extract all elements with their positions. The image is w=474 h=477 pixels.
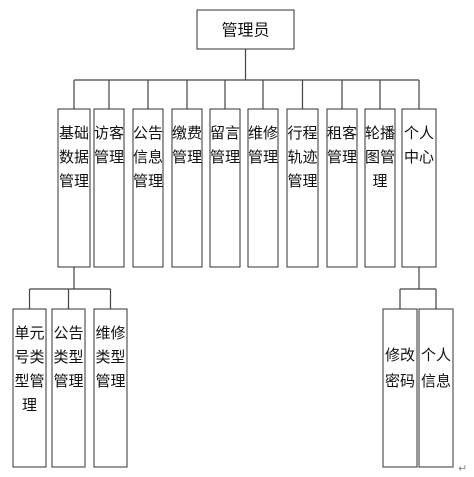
root-node-admin: 管理员 [196,9,295,50]
child-personal-info-frame [418,308,454,468]
boxes: 管理员基础数据管理访客管理公告信息管理缴费管理留言管理维修管理行程轨迹管理租客管… [12,9,454,468]
module-personal-center: 个人中心 [401,108,437,268]
module-tenant-label: 租客管理 [327,124,357,166]
module-basic-data-frame [57,108,91,268]
module-notice-info: 公告信息管理 [132,108,164,268]
module-notice-info-label: 公告信息管理 [133,124,163,190]
paragraph-mark: ↵ [458,462,467,475]
module-carousel: 轮播图管理 [364,108,396,268]
module-personal-center-frame [401,108,437,268]
module-message-frame [209,108,241,268]
module-visitor: 访客管理 [93,108,125,268]
child-repair-type-frame [93,308,128,468]
module-payment-label: 缴费管理 [172,124,202,166]
module-payment-frame [171,108,203,268]
module-repair: 维修管理 [247,108,279,268]
child-repair-type: 维修类型管理 [93,308,128,468]
module-basic-data-label: 基础数据管理 [59,124,89,190]
child-unit-type: 单元号类型管理 [12,308,47,468]
child-notice-type-label: 公告类型管理 [53,324,83,390]
module-trajectory-label: 行程轨迹管理 [287,124,317,190]
module-message: 留言管理 [209,108,241,268]
module-personal-center-label: 个人中心 [404,124,434,166]
module-carousel-label: 轮播图管理 [365,124,395,190]
module-repair-frame [247,108,279,268]
child-repair-type-label: 维修类型管理 [95,324,125,390]
child-change-password-frame [382,308,418,468]
module-tenant: 租客管理 [326,108,358,268]
module-visitor-label: 访客管理 [94,124,124,166]
module-repair-label: 维修管理 [248,124,278,166]
child-change-password: 修改密码 [382,308,418,468]
connectors [28,49,437,309]
module-basic-data: 基础数据管理 [57,108,91,268]
module-notice-info-frame [132,108,164,268]
module-tenant-frame [326,108,358,268]
child-personal-info-label: 个人信息 [421,346,451,390]
root-node-admin-frame [196,9,295,50]
child-personal-info: 个人信息 [418,308,454,468]
module-trajectory: 行程轨迹管理 [286,108,319,268]
module-message-label: 留言管理 [210,124,240,166]
child-unit-type-frame [12,308,47,468]
child-notice-type: 公告类型管理 [51,308,86,468]
child-change-password-label: 修改密码 [385,346,415,390]
module-payment: 缴费管理 [171,108,203,268]
child-unit-type-label: 单元号类型管理 [14,324,44,414]
module-carousel-frame [364,108,396,268]
module-visitor-frame [93,108,125,268]
child-notice-type-frame [51,308,86,468]
root-node-admin-label: 管理员 [221,20,269,39]
module-trajectory-frame [286,108,319,268]
